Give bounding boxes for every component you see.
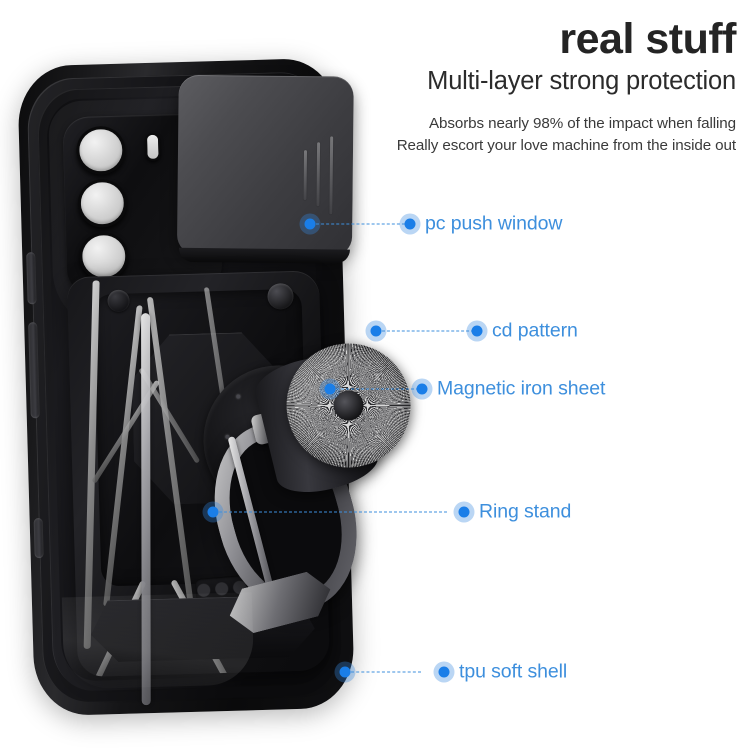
- callout-label-ring-stand: Ring stand: [479, 500, 572, 523]
- callout-anchor-dot-cd-pattern[interactable]: [370, 325, 382, 337]
- callout-label-cd-pattern: cd pattern: [492, 319, 578, 342]
- page-title: real stuff: [559, 15, 736, 63]
- header-block: real stuff Multi-layer strong protection…: [397, 15, 737, 157]
- grip-ridge-2: [316, 142, 321, 207]
- description-line-1: Absorbs nearly 98% of the impact when fa…: [428, 115, 736, 133]
- callout-dash-ring-stand: [219, 511, 447, 513]
- description-line-2: Really escort your love machine from the…: [396, 137, 736, 155]
- side-button-cutout-power: [33, 518, 44, 559]
- side-button-cutout-mute: [26, 252, 37, 305]
- callout-label-dot-magnetic-iron-sheet[interactable]: [416, 383, 428, 395]
- pc-push-window-cover: [176, 74, 354, 264]
- callout-label-dot-pc-push-window[interactable]: [404, 218, 416, 230]
- callout-anchor-dot-magnetic-iron-sheet[interactable]: [324, 383, 336, 395]
- callout-label-pc-push-window: pc push window: [425, 212, 563, 235]
- callout-label-tpu-soft-shell: tpu soft shell: [459, 660, 568, 683]
- description-block: Absorbs nearly 98% of the impact when fa…: [397, 113, 736, 157]
- grip-ridge-1: [303, 150, 308, 201]
- camera-lens-cutout-1: [75, 125, 127, 175]
- silver-accent-stripe: [141, 313, 151, 706]
- callout-anchor-dot-ring-stand[interactable]: [207, 506, 219, 518]
- grip-ridge-3: [329, 136, 334, 215]
- callout-label-magnetic-iron-sheet: Magnetic iron sheet: [437, 377, 606, 400]
- magnet-dot: [236, 394, 241, 399]
- camera-lens-cutout-3: [78, 231, 129, 281]
- callout-dash-tpu-soft-shell: [351, 671, 421, 673]
- callout-label-dot-ring-stand[interactable]: [458, 506, 470, 518]
- page-subtitle: Multi-layer strong protection: [427, 67, 736, 96]
- flash-cutout: [144, 132, 161, 162]
- callout-dash-pc-push-window: [316, 223, 410, 225]
- callout-anchor-dot-pc-push-window[interactable]: [304, 218, 316, 230]
- callout-anchor-dot-tpu-soft-shell[interactable]: [339, 666, 351, 678]
- cover-bottom-edge: [178, 247, 350, 264]
- camera-lens-cutout-2: [77, 178, 128, 228]
- product-image: [16, 57, 422, 717]
- callout-label-dot-cd-pattern[interactable]: [471, 325, 483, 337]
- callout-dash-cd-pattern: [382, 330, 474, 332]
- callout-label-dot-tpu-soft-shell[interactable]: [438, 666, 450, 678]
- callout-dash-magnetic-iron-sheet: [336, 388, 419, 390]
- phone-case-body: [16, 57, 422, 717]
